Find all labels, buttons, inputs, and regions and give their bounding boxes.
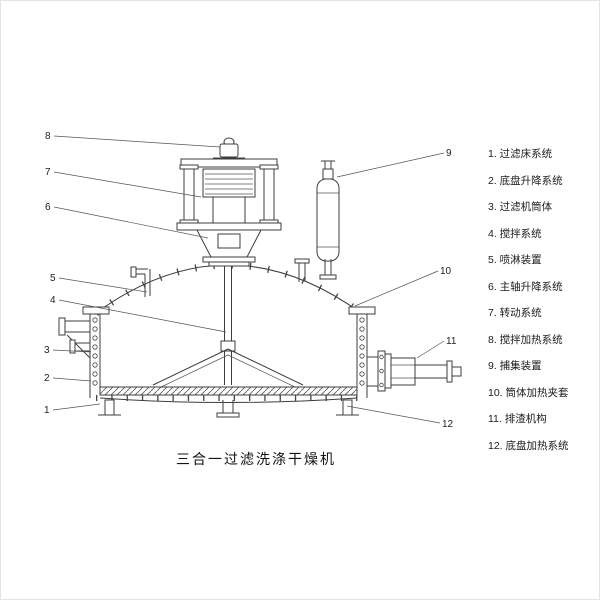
legend-item-8: 8. 搅拌加热系统: [488, 333, 563, 346]
dome-nozzle: [294, 258, 310, 264]
callout-number-11: 11: [446, 336, 457, 347]
gearbox: [202, 168, 256, 198]
discharge-stub: [366, 356, 379, 387]
discharge-flange-1: [377, 350, 386, 392]
capture-body: [316, 178, 340, 262]
agitator-blade-edge: [160, 354, 296, 388]
callout-number-1: 1: [44, 405, 50, 416]
discharge-shaft: [414, 364, 448, 379]
spray-device: [130, 266, 151, 297]
capture-neck: [322, 168, 334, 180]
callout-number-8: 8: [45, 131, 51, 142]
legend-item-9: 9. 捕集装置: [488, 360, 542, 372]
callout-number-2: 2: [44, 373, 50, 384]
agitator: [152, 265, 304, 388]
filter-plate: [99, 386, 358, 396]
shaft-flange-lower: [208, 261, 250, 267]
side-nozzles: [58, 317, 91, 359]
discharge-knob: [451, 366, 462, 377]
capture-cylinder: [294, 160, 340, 282]
callout-lines: [52, 135, 445, 424]
drain-flange: [216, 412, 240, 418]
right-column: [263, 166, 275, 224]
legend-item-3: 3. 过滤机筒体: [488, 201, 553, 213]
discharge-assembly: [366, 350, 462, 392]
vessel-body: [82, 261, 376, 418]
discharge-housing: [390, 357, 416, 386]
discharge-bolts: [379, 354, 384, 388]
spray-flange: [130, 266, 137, 278]
callout-number-9: 9: [446, 148, 452, 159]
top-plate: [180, 158, 278, 168]
motor: [219, 143, 239, 158]
callout-number-3: 3: [44, 345, 50, 356]
legend-item-12: 12. 底盘加热系统: [488, 439, 569, 452]
legend-item-2: 2. 底盘升降系统: [488, 174, 563, 187]
drive-assembly: [176, 137, 282, 267]
shaft-flange-upper: [202, 256, 256, 263]
capture-valve: [324, 160, 332, 170]
capture-flange: [319, 274, 337, 280]
legend-item-10: 10. 筒体加热夹套: [488, 386, 569, 399]
legend-item-1: 1. 过滤床系统: [488, 148, 553, 160]
jacket-bolts-right: [359, 317, 365, 386]
discharge-endplate: [446, 360, 453, 383]
left-junction-flange: [82, 306, 110, 315]
callout-number-5: 5: [50, 273, 56, 284]
discharge-flange-2: [384, 353, 392, 389]
callout-number-4: 4: [50, 295, 56, 306]
callout-number-10: 10: [440, 266, 452, 277]
coupling: [217, 233, 241, 249]
callout-numbers: 8 7 6 5 4 3 2 1 9 10 11 12: [44, 131, 457, 430]
legend-item-6: 6. 主轴升降系统: [488, 280, 563, 293]
legend-item-4: 4. 搅拌系统: [488, 227, 542, 240]
legend-item-5: 5. 喷淋装置: [488, 254, 542, 266]
base-plate: [176, 222, 282, 231]
jacket-bolts-left: [92, 317, 98, 386]
legend: 1. 过滤床系统 2. 底盘升降系统 3. 过滤机筒体 4. 搅拌系统 5. 喷…: [488, 141, 598, 459]
gearbox-lower: [212, 196, 246, 224]
lower-nozzle-flange: [69, 339, 76, 354]
callout-number-6: 6: [45, 202, 51, 213]
drawing-title: 三合一过滤洗涤干燥机: [176, 453, 336, 468]
legend-item-11: 11. 排渣机构: [488, 413, 547, 425]
callout-number-12: 12: [442, 419, 454, 430]
legend-item-7: 7. 转动系统: [488, 307, 542, 319]
left-leg: [104, 399, 115, 416]
dished-bottom: [99, 397, 358, 403]
right-leg: [342, 399, 353, 416]
agitator-hub: [220, 340, 236, 352]
right-junction-flange: [348, 306, 376, 315]
callout-number-7: 7: [45, 167, 51, 178]
agitator-blade: [152, 348, 304, 386]
side-nozzle-flange: [58, 317, 66, 336]
